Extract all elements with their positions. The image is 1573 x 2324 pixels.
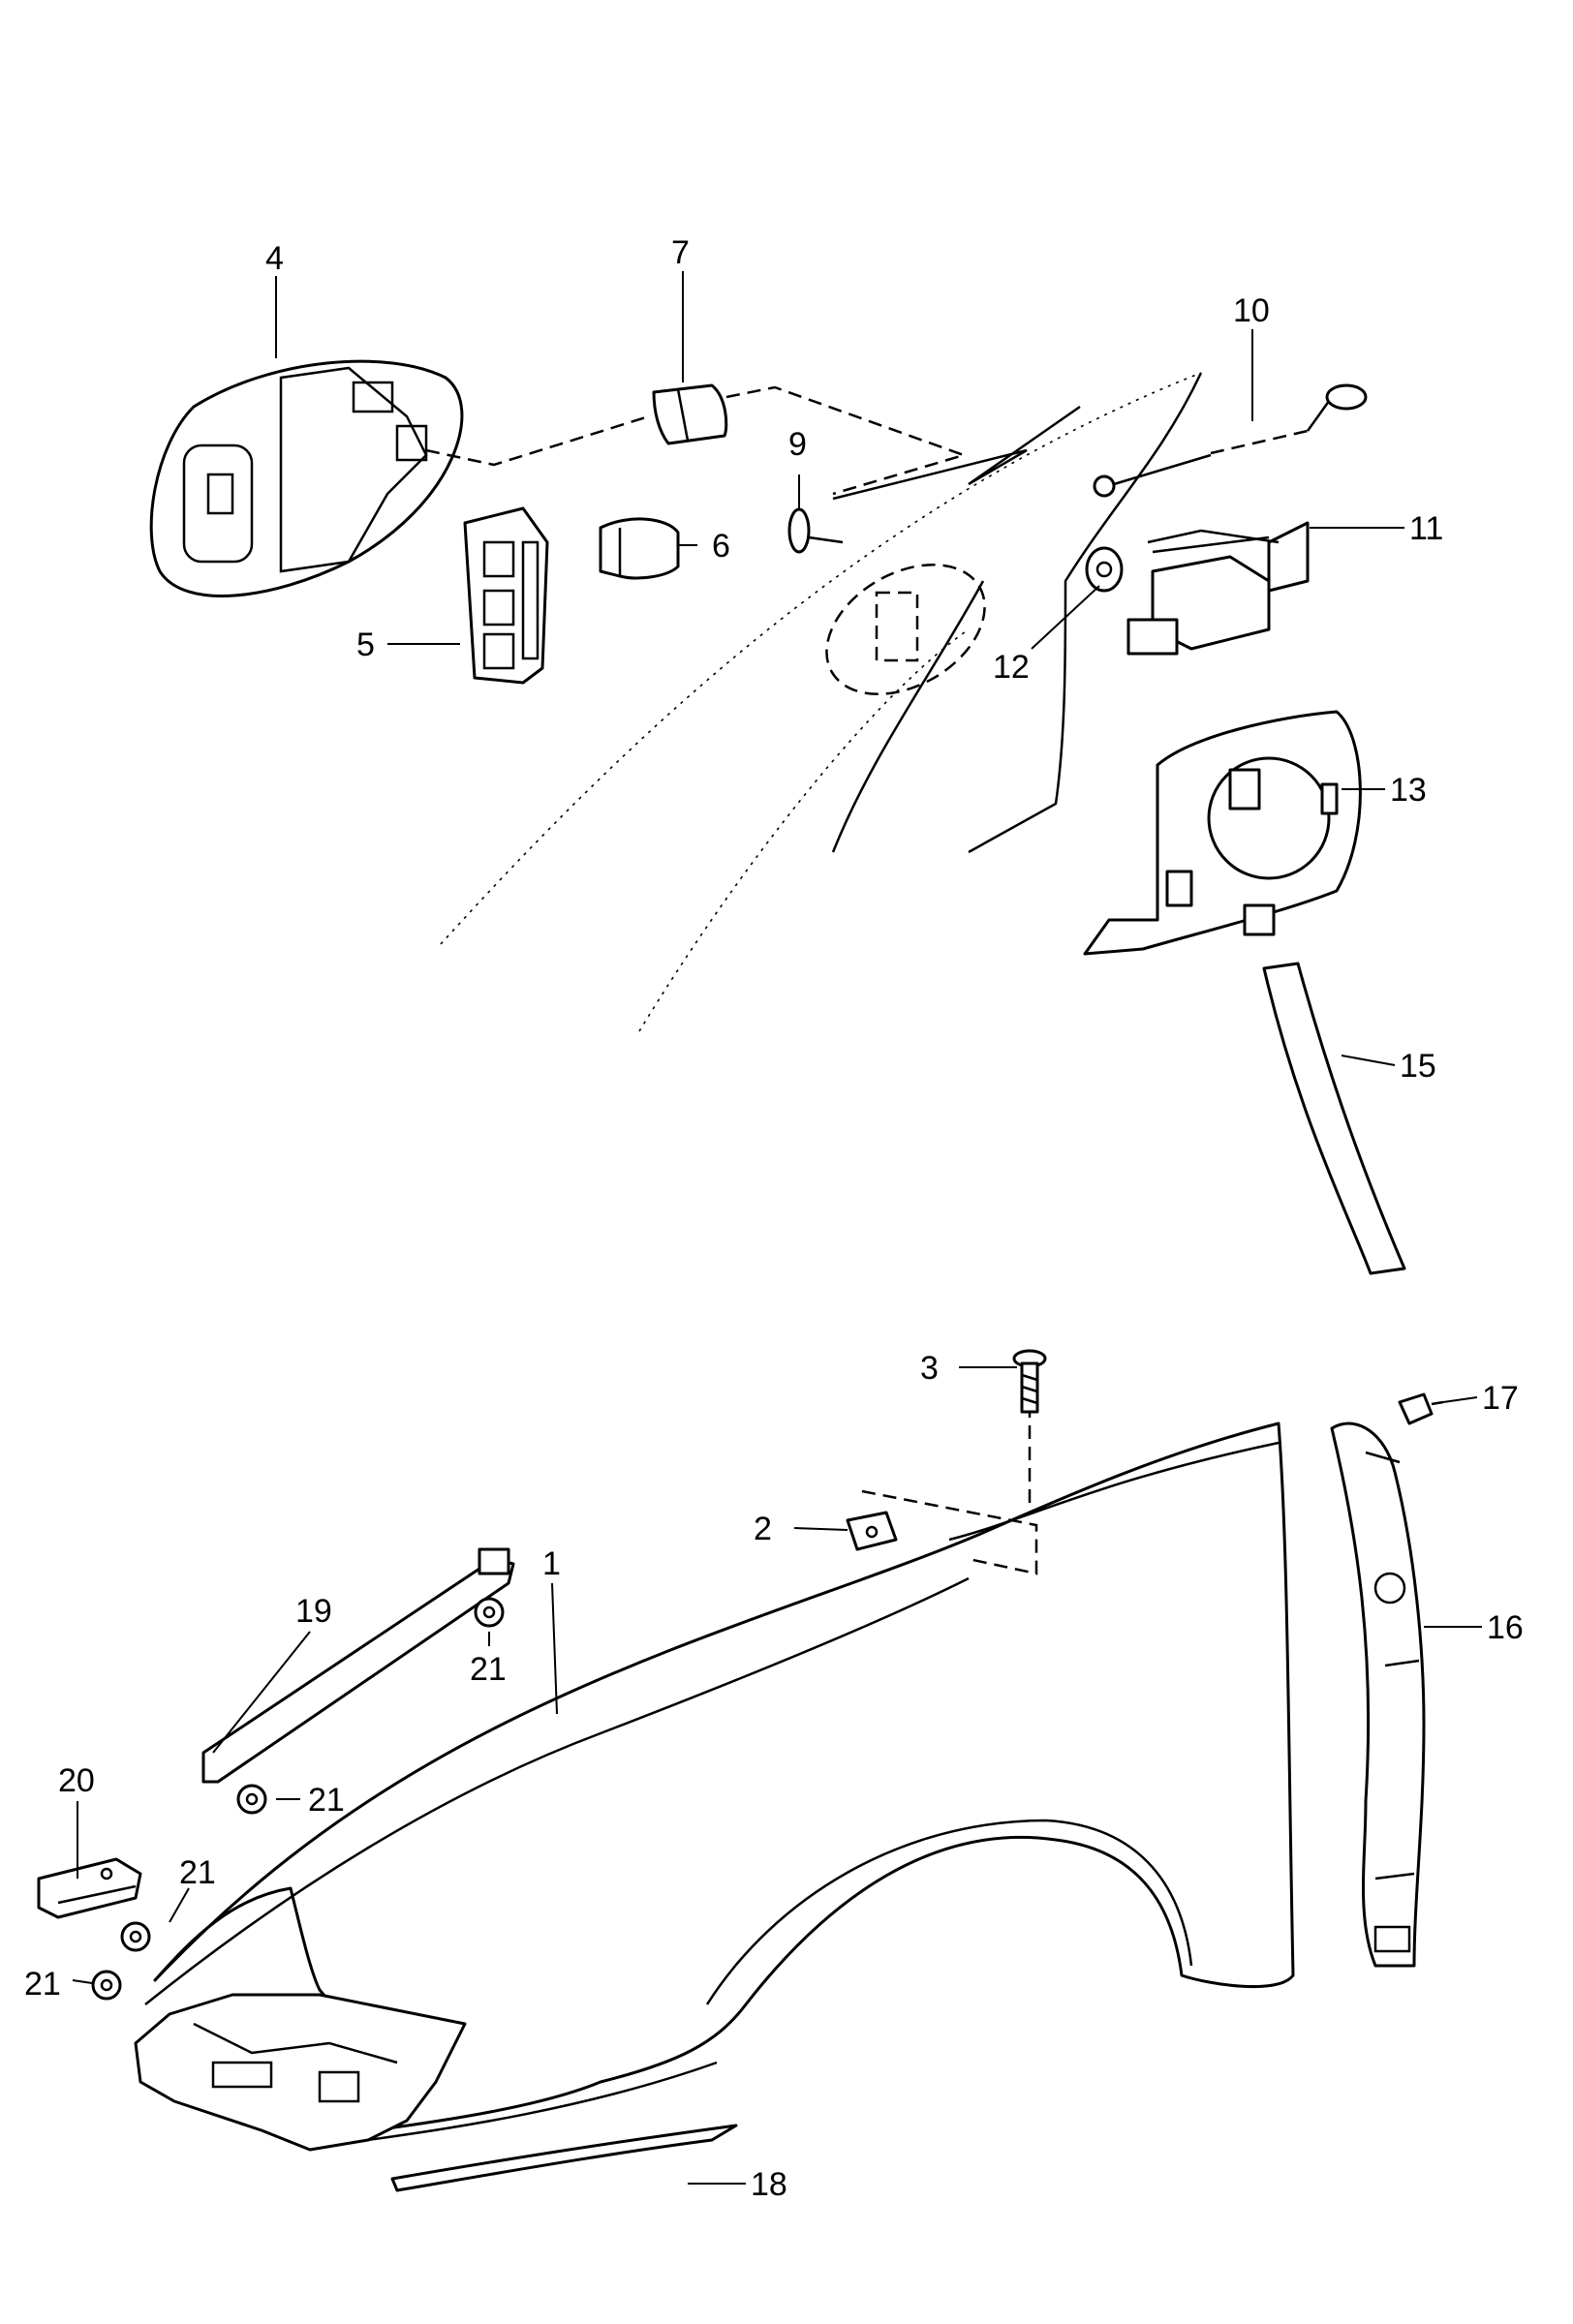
filler-recess-outline	[875, 591, 919, 662]
nut-plate	[846, 1511, 898, 1551]
callout-2: 2	[754, 1511, 772, 1547]
dash-guide	[861, 1489, 1038, 1575]
filler-housing	[1083, 710, 1362, 956]
flange-nut	[236, 1784, 267, 1815]
grommet	[1085, 546, 1124, 593]
callout-10: 10	[1233, 292, 1270, 329]
flange-nut	[474, 1597, 505, 1628]
bracket-strut	[201, 1547, 515, 1784]
body-contour-line	[968, 372, 1203, 854]
callout-11: 11	[1409, 510, 1443, 547]
mounting-bracket	[37, 1857, 142, 1919]
cable-line	[831, 580, 985, 853]
dash-guide	[425, 414, 650, 467]
callout-4: 4	[265, 240, 284, 277]
callout-15: 15	[1400, 1048, 1436, 1085]
bumper-pin	[787, 507, 844, 554]
flap-hinge	[463, 506, 549, 685]
callout-9: 9	[788, 426, 807, 463]
callout-12: 12	[993, 649, 1030, 686]
drain-hose	[1262, 962, 1406, 1275]
fender-liner-strip	[1330, 1422, 1426, 1968]
callout-20: 20	[58, 1762, 95, 1799]
cap-piece	[652, 383, 728, 445]
sill-trim-strip	[390, 2124, 738, 2192]
callout-21: 21	[179, 1854, 216, 1891]
flange-nut	[91, 1970, 122, 2001]
body-contour-line	[832, 405, 1081, 501]
callout-21: 21	[470, 1651, 507, 1688]
callout-21: 21	[308, 1782, 345, 1819]
fuel-filler-flap	[149, 359, 464, 597]
flap-actuator	[1126, 521, 1310, 656]
callout-7: 7	[671, 234, 690, 271]
bolt	[1012, 1349, 1047, 1414]
body-contour-line	[440, 372, 1202, 945]
callout-3: 3	[920, 1350, 939, 1387]
body-contour-line	[638, 628, 970, 1032]
filler-recess-outline	[825, 563, 986, 696]
expansion-clip	[1398, 1392, 1444, 1425]
callout-13: 13	[1390, 772, 1427, 809]
front-fender	[134, 1422, 1295, 2152]
clip	[599, 517, 680, 580]
callout-21: 21	[24, 1966, 61, 2003]
callout-19: 19	[295, 1593, 332, 1630]
leader-lines	[72, 271, 1482, 2185]
callout-6: 6	[712, 528, 730, 565]
flange-nut	[120, 1921, 151, 1952]
callout-5: 5	[356, 627, 375, 663]
callout-1: 1	[542, 1545, 561, 1582]
callout-16: 16	[1487, 1609, 1524, 1646]
dash-guide	[725, 385, 969, 496]
callout-18: 18	[751, 2166, 787, 2203]
callout-17: 17	[1482, 1380, 1519, 1417]
release-cable	[1093, 383, 1368, 498]
